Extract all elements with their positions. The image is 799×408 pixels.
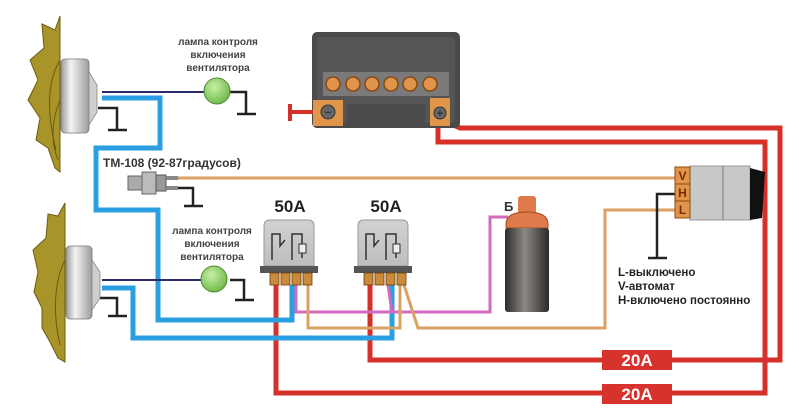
battery: − + [288,32,460,128]
legend-v: V-автомат [618,281,675,293]
svg-text:лампа контроля: лампа контроля [172,226,252,237]
ignition-coil: Б [504,196,549,312]
lamp-top-label-1: лампа контроля [178,37,258,48]
svg-text:включения: включения [184,239,239,250]
legend-h: H-включено постоянно [618,295,750,307]
fan2-wire [102,285,395,341]
legend-l: L-выключено [618,267,695,279]
ground-symbols [98,90,680,318]
svg-text:лампа контроля: лампа контроля [178,37,258,48]
mode-switch: V H L L-выключено V-автомат H-включено п… [618,165,765,307]
sensor-icon [127,175,143,191]
lamp-top-label-2: включения [190,50,245,61]
relay-1-label: 50А [274,197,305,216]
fan2-ground [100,296,119,316]
battery-neg-sign: − [325,107,331,119]
relay-2-pins [363,272,407,286]
fan1-ground [98,106,119,130]
control-wires [178,176,680,330]
temperature-sensor: ТМ-108 (92-87градусов) [103,156,241,195]
fan1-wire-a [93,95,295,323]
lamp-icon [200,265,228,293]
switch-pin-v: V [678,169,686,183]
svg-text:вентилятора: вентилятора [186,63,250,74]
switch-ground [655,192,680,258]
fuse-1: 20А [602,350,672,370]
relay1-control-wire [306,285,402,330]
svg-text:включения: включения [190,50,245,61]
relay-1-pins [269,272,313,286]
lamp-bottom-label-3: вентилятора [180,252,244,263]
switch-l-wire [402,208,680,330]
svg-text:вентилятора: вентилятора [180,252,244,263]
fan-motor-icon [65,245,93,320]
relay-2-label: 50А [370,197,401,216]
relay2-signal-wire [386,284,394,313]
lamp1-ground [230,90,248,114]
fuse-1-label: 20А [621,351,652,370]
switch-pin-l: L [679,203,686,217]
indicator-lamp-top: лампа контроля включения вентилятора [178,37,258,105]
relay-1: 50А [260,197,318,286]
lamp-icon [203,77,231,105]
lamp-bottom-label-1: лампа контроля [172,226,252,237]
fan-motor-icon [60,58,90,134]
lamp-wires [102,91,205,281]
coil-terminal-label: Б [504,199,513,214]
switch-pin-h: H [678,186,687,200]
fan-bottom [32,202,101,363]
battery-cell-caps [325,76,438,92]
fan-blades-icon [32,202,66,363]
switch-pins[interactable]: V H L [674,166,691,219]
relay2-power-wire [367,285,605,363]
relay1-signal-wire [294,215,508,314]
relay-2: 50А [354,197,412,286]
indicator-lamp-bottom: лампа контроля включения вентилятора [172,226,252,293]
fuse-2-label: 20А [621,385,652,404]
lamp2-ground [230,278,246,300]
power-wire-fuse2 [435,118,768,396]
sensor-ground [178,186,195,206]
lamp-top-label-3: вентилятора [186,63,250,74]
fan-wires [93,95,395,341]
sensor-label: ТМ-108 (92-87градусов) [103,156,241,170]
coil-icon [505,228,549,312]
signal-wires [294,215,508,314]
battery-pos-sign: + [437,108,443,120]
fan-top [27,15,98,174]
fuse-2: 20А [602,384,672,404]
lamp-bottom-label-2: включения [184,239,239,250]
